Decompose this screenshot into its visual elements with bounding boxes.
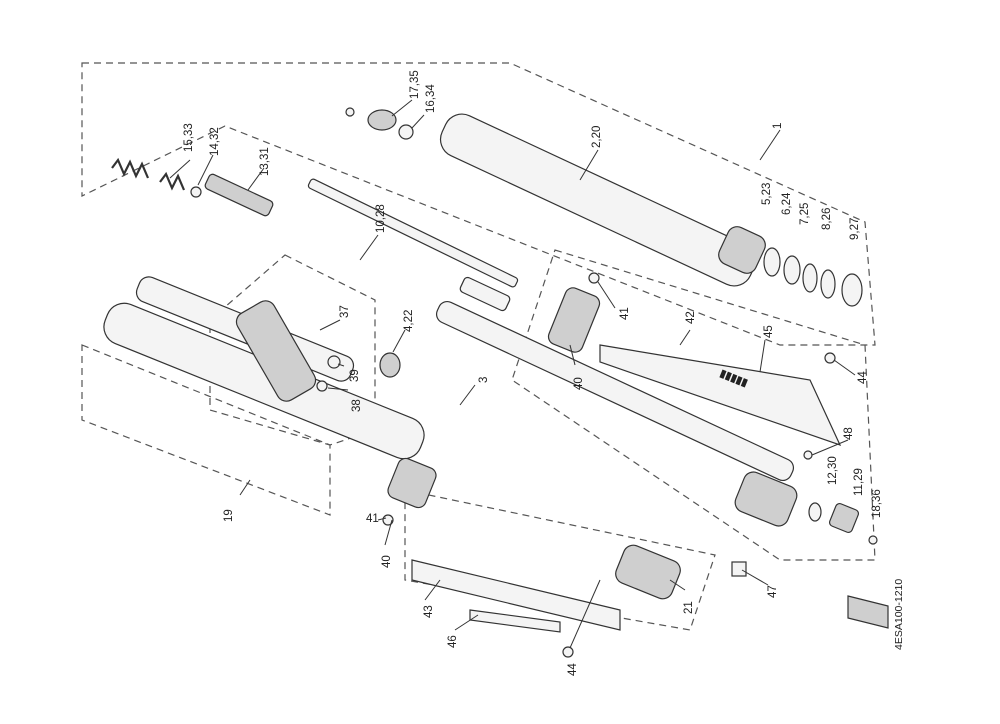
callout-12-30: 12,30 [827,456,839,485]
bolt-48 [803,450,813,460]
callout-16-34: 16,34 [425,84,437,113]
callout-37: 37 [339,305,351,318]
right-guard-assembly: ▮▮▮▮▮ [547,272,878,577]
fork-inner-tube [379,276,795,482]
callout-7-25: 7,25 [799,203,811,225]
callout-4-22: 4,22 [403,310,415,332]
callout-17-35: 17,35 [409,70,421,99]
callout-13-31: 13,31 [259,147,271,176]
callout-21: 21 [683,601,695,614]
callout-42: 42 [685,311,697,324]
callout-39: 39 [349,369,361,382]
axle-bracket [734,471,798,527]
badge-book-icon [847,595,889,629]
callout-46: 46 [447,635,459,648]
left-fork-assembly [103,276,437,526]
callout-11-29: 11,29 [853,468,865,496]
bolt-44-bottom [562,646,574,658]
fork-spring-group [111,157,519,288]
callout-15-33: 15,33 [183,123,195,152]
inner-tube-3 [435,300,795,482]
callout-44-right: 44 [857,371,869,384]
reference-code: 4ESA100-1210 [893,579,905,650]
callout-41-right: 41 [619,307,631,320]
fork-upper-tube [345,107,863,307]
damper-rod-10 [307,178,519,288]
callout-3: 3 [478,377,490,383]
callout-1: 1 [772,123,784,129]
assembly-boundary-lower [81,344,331,516]
callout-41-left: 41 [366,513,379,525]
fork-cap-17 [367,109,397,131]
callout-labels: 1 2,20 3 4,22 5,23 6,24 7,25 8,26 9,27 1… [183,70,905,676]
fork-guard-43 [411,559,621,631]
clamp-bolt-38 [316,380,328,392]
bushing-4 [379,352,401,378]
bolt-41-left [382,514,394,526]
seal-8 [820,269,836,299]
axle-bracket-21 [615,544,681,600]
callout-10-28: 10,28 [375,204,387,233]
callout-45: 45 [763,325,775,338]
assembly-boundary-upper [81,62,876,346]
callout-6-24: 6,24 [781,192,793,215]
bolt-44-top [824,352,836,364]
callout-14-32: 14,32 [209,127,221,156]
piston-block [459,276,511,312]
clamp-nut-39 [327,355,341,369]
adjuster-12 [808,502,822,522]
main-spring-13 [204,173,274,217]
left-guard-assembly [411,544,681,658]
clip-47 [731,561,747,577]
tube-lip [718,226,766,274]
triple-clamp [235,300,317,402]
lower-bracket-left [387,457,437,509]
bolt-41-right [588,272,600,284]
callout-2-20: 2,20 [591,126,603,148]
bracket-40 [547,287,601,353]
short-spring [111,157,150,179]
seal-5 [763,247,781,277]
callout-48: 48 [843,427,855,440]
reference-badge [847,595,889,629]
callout-19: 19 [223,509,235,522]
adjuster-11 [828,502,860,534]
o-ring-18 [868,535,878,545]
leader-lines [169,99,856,649]
fork-guard-42 [599,344,842,447]
callout-40-left: 40 [381,555,393,568]
callout-8-26: 8,26 [821,208,833,230]
assembly-boundary-guard-right [511,249,876,561]
callout-44-bottom: 44 [567,663,579,676]
seal-9 [841,273,863,307]
callout-47: 47 [767,585,779,598]
o-ring-16 [398,124,414,140]
seal-7 [802,263,818,293]
bolt-cap [345,107,355,117]
callout-18-36: 18,36 [871,489,883,518]
callout-9-27: 9,27 [849,218,861,240]
callout-40-right: 40 [573,377,585,390]
callout-43: 43 [423,605,435,618]
washer-14 [190,186,202,198]
callout-38: 38 [351,399,363,412]
guard-sticker-46 [469,609,561,633]
callout-5-23: 5,23 [761,183,773,205]
short-spring-2 [159,171,186,191]
seal-6 [783,255,801,285]
